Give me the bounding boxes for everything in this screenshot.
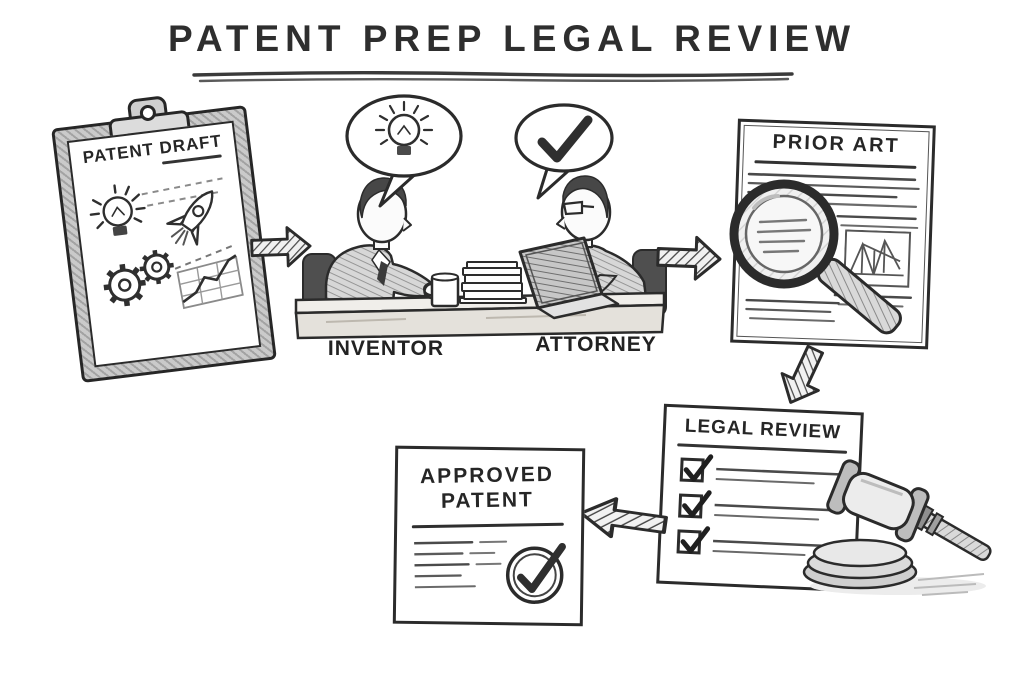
approved-patent-title-line1: APPROVED — [419, 462, 555, 489]
inventor-speech-bubble — [345, 94, 463, 208]
lens-glare — [752, 194, 780, 210]
checkmark-icon — [537, 115, 593, 163]
inventor-label: INVENTOR — [327, 337, 445, 360]
patent-draft-sketch — [89, 177, 244, 310]
coffee-mug — [423, 272, 460, 308]
document-text-lines — [414, 540, 508, 589]
row-text-lines — [713, 503, 838, 521]
arrow-draft-to-meeting — [250, 226, 312, 268]
attorney-label: ATTORNEY — [535, 333, 657, 356]
arrow-meeting-to-priorart — [656, 235, 722, 281]
legal-review-document: LEGAL REVIEW — [656, 403, 864, 593]
title-underline — [192, 71, 794, 83]
checkbox-checked-icon — [682, 490, 712, 518]
rocket-icon — [166, 190, 214, 246]
patent-draft-title: PATENT DRAFT — [81, 131, 223, 168]
attorney-hair — [562, 175, 609, 219]
title-rule — [412, 522, 564, 529]
checklist-row — [663, 454, 858, 495]
dashed-lines — [141, 177, 223, 207]
checkbox-checked-icon — [683, 454, 714, 482]
legal-review-title: LEGAL REVIEW — [684, 415, 842, 444]
page-title: PATENT PREP LEGAL REVIEW — [167, 18, 857, 59]
arrow-review-to-approved — [579, 497, 668, 539]
patent-draft-clipboard: PATENT DRAFT — [51, 96, 277, 383]
book-stack — [459, 261, 527, 304]
gavel-base — [802, 538, 918, 590]
meeting-scene — [294, 94, 667, 340]
gavel-icon — [802, 459, 992, 596]
approved-patent-certificate: APPROVED PATENT — [396, 450, 580, 620]
laptop — [518, 236, 620, 320]
shadow-streaks — [913, 573, 985, 596]
lightbulb-icon — [374, 100, 434, 155]
glasses-icon — [562, 200, 595, 216]
attorney-speech-bubble — [514, 103, 614, 200]
approved-patent-title-line2: PATENT — [440, 488, 535, 513]
magnifying-glass-icon — [729, 179, 902, 335]
growth-chart-icon — [174, 244, 244, 310]
checklist-row — [662, 490, 857, 531]
checkbox-checked-icon — [680, 526, 711, 554]
title-rule — [754, 160, 917, 169]
gavel-head — [826, 459, 930, 543]
row-text-lines — [715, 467, 844, 485]
patent-draft-paper: PATENT DRAFT — [66, 120, 262, 368]
lightbulb-icon — [89, 184, 146, 236]
prior-art-title: PRIOR ART — [772, 130, 901, 158]
gears-icon — [103, 249, 174, 307]
schematic-sketch — [843, 229, 912, 288]
arrow-priorart-to-review — [780, 344, 825, 404]
checklist-row — [660, 526, 855, 567]
magnified-text-lines — [756, 218, 812, 254]
row-text-lines — [712, 539, 833, 556]
seal-checkmark-icon — [505, 542, 566, 604]
